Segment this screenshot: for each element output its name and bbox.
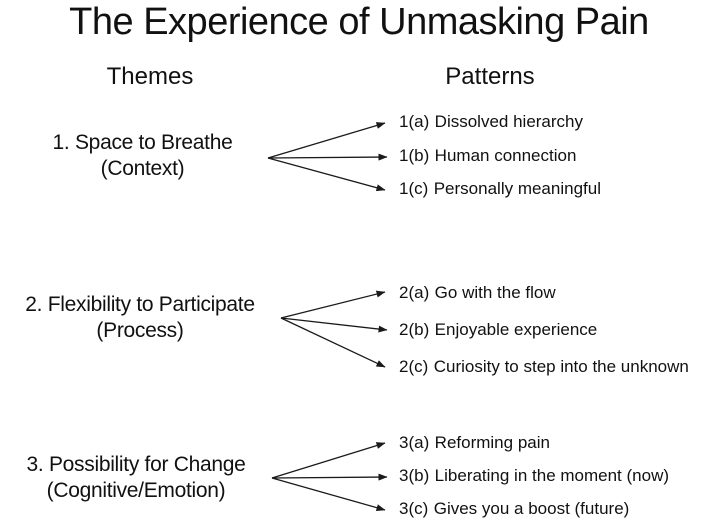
theme-3-label: 3. Possibility for Change (Cognitive/Emo… xyxy=(0,452,272,504)
connector-arrow xyxy=(280,290,386,319)
pattern-1a-code: 1(a) xyxy=(399,112,430,131)
pattern-3a: 3(a)Reforming pain xyxy=(399,433,550,453)
slide-title: The Experience of Unmasking Pain xyxy=(69,1,649,43)
pattern-2c-label: Curiosity to step into the unknown xyxy=(433,357,689,376)
connector-arrows xyxy=(267,122,388,512)
connector-arrow xyxy=(267,122,386,159)
pattern-3b-label: Liberating in the moment (now) xyxy=(434,466,670,485)
pattern-1a-label: Dissolved hierarchy xyxy=(434,112,584,131)
pattern-2a: 2(a)Go with the flow xyxy=(399,283,556,303)
pattern-1c: 1(c)Personally meaningful xyxy=(399,179,601,199)
pattern-2b: 2(b)Enjoyable experience xyxy=(399,320,597,340)
theme-3-qualifier: (Cognitive/Emotion) xyxy=(46,479,226,502)
theme-2-name: 2. Flexibility to Participate xyxy=(25,293,255,316)
pattern-3b-code: 3(b) xyxy=(399,466,430,485)
connector-arrow xyxy=(280,317,388,333)
pattern-3c-label: Gives you a boost (future) xyxy=(433,499,630,518)
pattern-1a: 1(a)Dissolved hierarchy xyxy=(399,112,583,132)
pattern-1c-label: Personally meaningful xyxy=(433,179,601,198)
connector-arrow xyxy=(271,442,386,479)
patterns-column-header: Patterns xyxy=(445,63,535,90)
connector-arrow xyxy=(271,473,388,481)
pattern-1b-code: 1(b) xyxy=(399,146,430,165)
pattern-3c-code: 3(c) xyxy=(399,499,429,518)
pattern-2b-label: Enjoyable experience xyxy=(434,320,598,339)
theme-3-name: 3. Possibility for Change xyxy=(26,453,246,476)
themes-column-header: Themes xyxy=(106,63,194,90)
connector-arrow xyxy=(271,477,386,512)
pattern-3c: 3(c)Gives you a boost (future) xyxy=(399,499,629,519)
theme-1-name: 1. Space to Breathe xyxy=(52,131,233,154)
theme-1-qualifier: (Context) xyxy=(100,157,185,180)
pattern-2b-code: 2(b) xyxy=(399,320,430,339)
connector-arrow xyxy=(267,157,386,192)
pattern-3b: 3(b)Liberating in the moment (now) xyxy=(399,466,669,486)
pattern-3a-code: 3(a) xyxy=(399,433,430,452)
theme-2-qualifier: (Process) xyxy=(96,319,184,342)
pattern-3a-label: Reforming pain xyxy=(434,433,550,452)
connector-arrow xyxy=(267,153,388,161)
pattern-2a-label: Go with the flow xyxy=(434,283,556,302)
pattern-1b: 1(b)Human connection xyxy=(399,146,576,166)
pattern-2a-code: 2(a) xyxy=(399,283,430,302)
pattern-2c-code: 2(c) xyxy=(399,357,429,376)
connector-arrow xyxy=(280,317,386,368)
theme-1-label: 1. Space to Breathe (Context) xyxy=(10,130,275,182)
pattern-1c-code: 1(c) xyxy=(399,179,429,198)
theme-2-label: 2. Flexibility to Participate (Process) xyxy=(0,292,280,344)
pattern-2c: 2(c)Curiosity to step into the unknown xyxy=(399,357,689,377)
pattern-1b-label: Human connection xyxy=(434,146,577,165)
